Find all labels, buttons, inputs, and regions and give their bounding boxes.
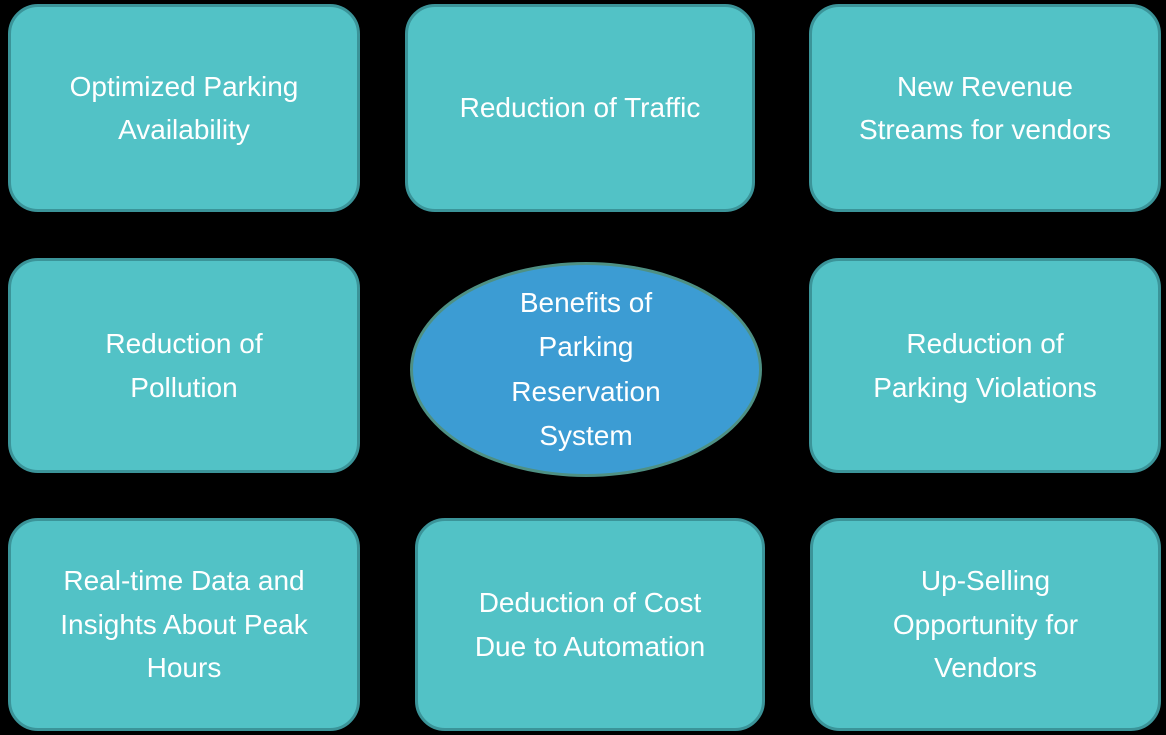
node-new-revenue-streams: New Revenue Streams for vendors — [809, 4, 1161, 212]
node-center-benefits-ellipse: Benefits of Parking Reservation System — [410, 262, 762, 477]
node-reduction-of-parking-violations: Reduction of Parking Violations — [809, 258, 1161, 473]
node-optimized-parking-availability: Optimized Parking Availability — [8, 4, 360, 212]
node-up-selling-opportunity: Up-Selling Opportunity for Vendors — [810, 518, 1161, 731]
node-deduction-of-cost: Deduction of Cost Due to Automation — [415, 518, 765, 731]
node-reduction-of-traffic: Reduction of Traffic — [405, 4, 755, 212]
node-reduction-of-pollution: Reduction of Pollution — [8, 258, 360, 473]
node-real-time-data-insights: Real-time Data and Insights About Peak H… — [8, 518, 360, 731]
